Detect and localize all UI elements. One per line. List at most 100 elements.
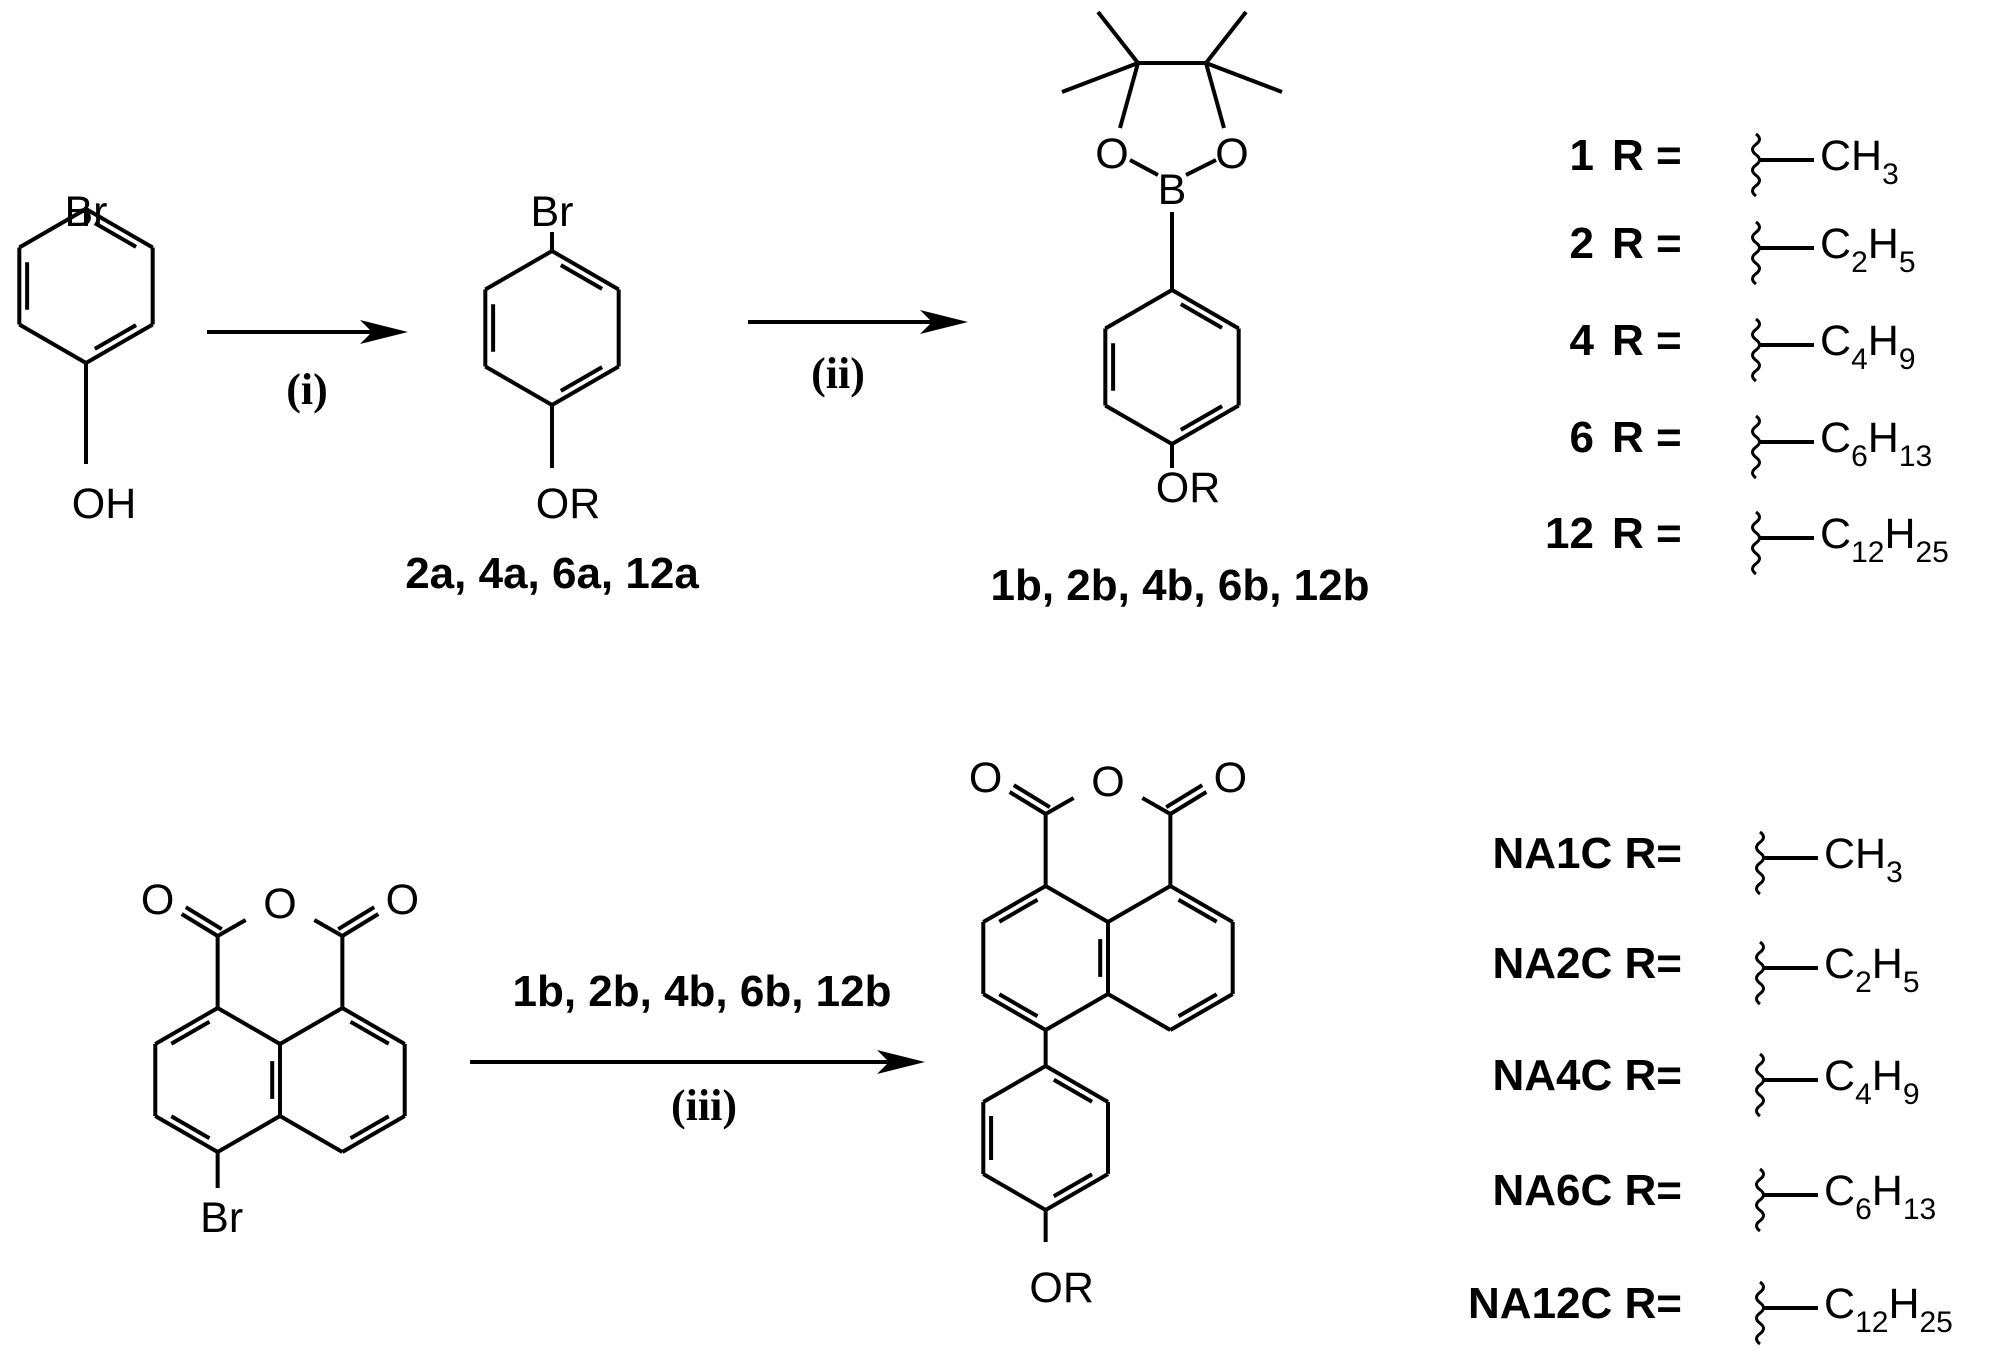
bond-19 (559, 365, 604, 393)
r-top-12-sub: 12 (1851, 536, 1884, 569)
r-top-6-sub: 6 (1851, 440, 1868, 473)
bond-59 (170, 1114, 211, 1141)
bond-63 (349, 1114, 390, 1141)
bond-54 (341, 1006, 406, 1046)
r-bottom-1-group2: H (1872, 940, 1903, 988)
reactant-atom-o-carbonyl-right: O (386, 876, 419, 924)
bond-98 (1044, 1064, 1109, 1104)
bond-40 (1205, 61, 1283, 94)
bond-87 (1177, 897, 1218, 924)
r-bottom-3-wavy-bond-icon (1755, 1167, 1765, 1233)
bond-103 (982, 1064, 1047, 1104)
r-bottom-1-wavy-bond-icon (1755, 940, 1765, 1006)
bond-28 (1104, 288, 1173, 331)
r-bottom-4-wavy-bond-icon (1755, 1280, 1765, 1346)
bond-93 (1008, 790, 1047, 816)
r-bottom-4-group: C (1824, 1280, 1855, 1328)
bond-81 (1169, 992, 1234, 1032)
r-top-eq-2: R = (1612, 219, 1682, 268)
bond-92 (1141, 796, 1172, 816)
bond-3 (85, 322, 154, 365)
r-top-1-wavy-bond-icon (1751, 132, 1761, 198)
r-top-2-wavy-bond-icon (1751, 220, 1761, 286)
r-top-id-4: 4 (1570, 316, 1595, 365)
atom-oh-phenol: OH (72, 480, 137, 528)
r-bottom-3-group2: H (1872, 1167, 1903, 1215)
r-bottom-0-sub: 3 (1886, 856, 1903, 889)
bond-78 (982, 884, 1047, 924)
bond-51 (154, 1114, 219, 1154)
r-top-2-sub: 2 (1851, 246, 1868, 279)
r-top-eq-1: R = (1612, 131, 1682, 180)
r-top-6-group: C (1820, 414, 1851, 462)
bond-82 (1107, 992, 1172, 1032)
bond-79 (1169, 884, 1234, 924)
bond-96 (1165, 783, 1204, 809)
bond-lines (17, 10, 1818, 1346)
r-bottom-id-2: NA4C R= (1493, 1051, 1683, 1100)
bond-35 (1118, 62, 1140, 129)
r-top-4-sub2: 9 (1899, 343, 1916, 376)
r-top-1-group: CH (1820, 132, 1882, 180)
bond-34 (1185, 158, 1217, 177)
r-top-id-2: 2 (1570, 219, 1594, 268)
atom-b: B (1158, 166, 1187, 214)
label-boronic-esters: 1b, 2b, 4b, 6b, 12b (990, 561, 1369, 610)
r-bottom-4-sub2: 25 (1920, 1306, 1953, 1339)
bond-68 (180, 912, 219, 938)
bond-69 (184, 905, 223, 931)
bond-83 (1107, 884, 1172, 924)
r-top-12-group: C (1820, 510, 1851, 558)
r-bottom-0-wavy-bond-icon (1755, 830, 1765, 896)
bond-50 (216, 1114, 281, 1154)
r-bottom-2-group2: H (1872, 1052, 1903, 1100)
bond-29 (1179, 302, 1224, 330)
bond-12 (551, 249, 620, 292)
bond-7 (93, 221, 138, 249)
bond-58 (278, 1006, 344, 1046)
r-top-2-group: C (1820, 220, 1851, 268)
bond-25 (1171, 403, 1240, 446)
r-top-4-group: C (1820, 317, 1851, 365)
r-top-1-sub: 3 (1882, 158, 1899, 191)
r-top-12-wavy-bond-icon (1751, 510, 1761, 576)
r-top-id-1: 1 (1570, 131, 1594, 180)
label-alkoxy-bromides: 2a, 4a, 6a, 12a (405, 549, 699, 598)
bond-73 (1044, 884, 1109, 924)
bond-88 (1177, 992, 1218, 1019)
bond-71 (337, 905, 376, 931)
r-top-6-group2: H (1868, 414, 1899, 462)
r-top-eq-4: R = (1612, 316, 1682, 365)
r-bottom-id-1: NA2C R= (1493, 939, 1683, 988)
bond-8 (93, 323, 138, 351)
r-bottom-1-sub2: 5 (1903, 966, 1920, 999)
bond-39 (1096, 10, 1140, 65)
r-bottom-2-sub: 4 (1855, 1078, 1872, 1111)
arrow-step-iii-head (877, 1050, 925, 1074)
bond-75 (1044, 992, 1109, 1032)
atom-or-aryl: OR (536, 480, 601, 528)
atom-br-phenol: Br (65, 188, 108, 236)
reagent-step-i: (i) (286, 365, 328, 414)
r-bottom-id-3: NA6C R= (1493, 1166, 1683, 1215)
r-bottom-1-group: C (1824, 940, 1855, 988)
bond-70 (341, 912, 380, 938)
r-top-12-group2: H (1884, 510, 1915, 558)
r-bottom-id-4: NA12C R= (1468, 1279, 1682, 1328)
arrow-step-i-head (360, 320, 408, 344)
reagent-step-iii: (iii) (671, 1081, 737, 1130)
r-top-12-sub2: 25 (1916, 536, 1949, 569)
bond-95 (1169, 790, 1208, 816)
r-top-4-sub: 4 (1851, 343, 1868, 376)
r-bottom-4-sub: 12 (1855, 1306, 1888, 1339)
product-atom-o-carbonyl-right: O (1214, 754, 1247, 802)
r-top-eq-12: R = (1612, 509, 1682, 558)
r-bottom-2-wavy-bond-icon (1755, 1052, 1765, 1118)
r-bottom-1-sub: 2 (1855, 966, 1872, 999)
r-bottom-3-group: C (1824, 1167, 1855, 1215)
atom-br-naphthalic: Br (200, 1194, 243, 1242)
bond-100 (1044, 1172, 1109, 1212)
reagent-step-ii: (ii) (811, 349, 865, 398)
